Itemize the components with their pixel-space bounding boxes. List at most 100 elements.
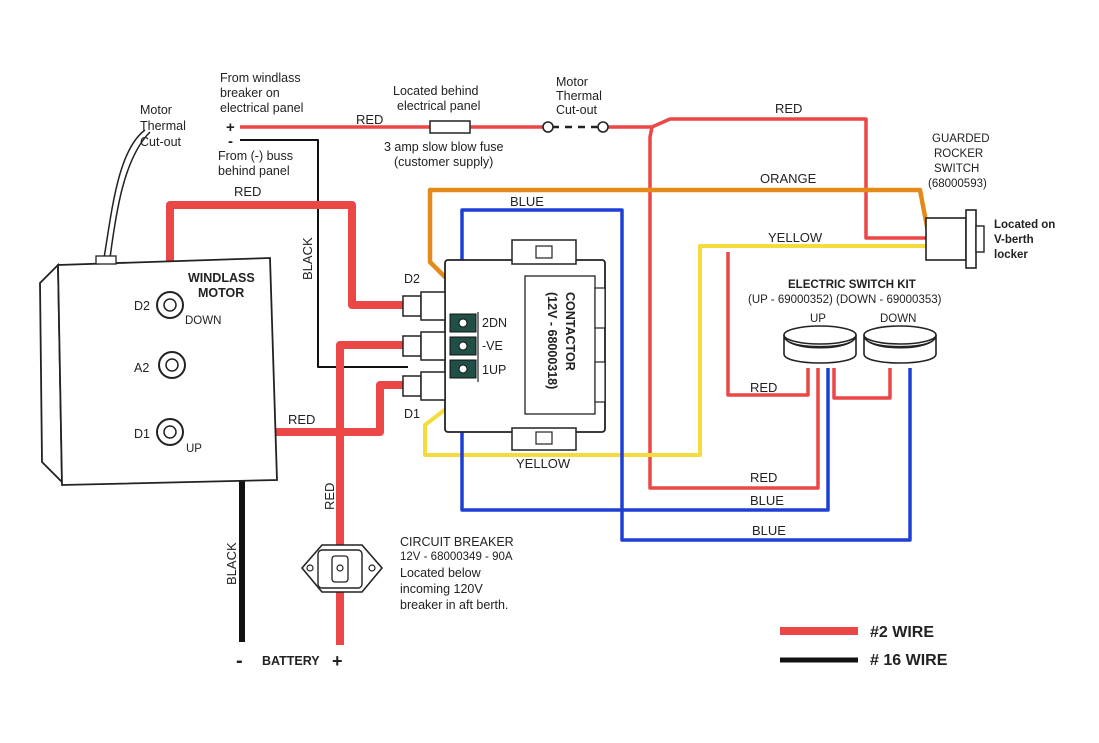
fuse-location-label: Located behind electrical panel <box>393 84 480 113</box>
guarded-rocker-switch <box>925 209 985 269</box>
wire-red-d2 <box>166 201 405 309</box>
wire-orange <box>427 187 931 292</box>
contactor-d1-label: D1 <box>404 407 420 421</box>
from-breaker-label: From windlass breaker on electrical pane… <box>220 71 303 115</box>
motor-a2-label: A2 <box>134 361 149 375</box>
svg-text:ROCKER: ROCKER <box>934 148 983 160</box>
wire-red-battery <box>336 341 405 645</box>
contactor-stud-ve <box>402 331 446 361</box>
breaker-label: CIRCUIT BREAKER 12V - 68000349 - 90A Loc… <box>400 535 514 612</box>
wire-red-switch-kit <box>726 252 892 400</box>
panel-plus-sign: + <box>226 119 235 136</box>
switch-down <box>863 325 937 364</box>
wire-label-blue-top: BLUE <box>510 194 544 209</box>
contactor-right-clip-bottom <box>594 361 606 403</box>
wire-label-yellow-bottom: YELLOW <box>516 456 571 471</box>
coil-screw-1up <box>458 364 468 374</box>
svg-text:breaker on: breaker on <box>220 86 280 100</box>
thermal-cutout-contact-right <box>597 121 609 133</box>
terminal-a2-post <box>158 351 186 379</box>
wire-yellow <box>423 244 928 457</box>
wire-label-red-d1: RED <box>288 412 315 427</box>
svg-text:electrical panel: electrical panel <box>397 99 480 113</box>
battery-plus-sign: + <box>332 651 343 671</box>
contactor-stud-d2 <box>402 291 446 321</box>
wire-label-red-lower: RED <box>750 470 777 485</box>
svg-text:(68000593): (68000593) <box>928 178 987 190</box>
panel-minus-sign: - <box>228 133 233 150</box>
contactor-part-label: (12V - 68000318) <box>545 292 559 389</box>
switch-up <box>783 325 857 364</box>
terminal-2dn-label: 2DN <box>482 316 507 330</box>
svg-text:Cut-out: Cut-out <box>140 135 182 149</box>
wire-label-yellow-top: YELLOW <box>768 230 823 245</box>
svg-text:breaker in aft berth.: breaker in aft berth. <box>400 598 508 612</box>
terminal-d2-post <box>156 291 184 319</box>
terminal-1up-label: 1UP <box>482 363 506 377</box>
svg-text:(customer supply): (customer supply) <box>394 155 493 169</box>
contactor-top-slot <box>535 245 553 259</box>
from-buss-label: From (-) buss behind panel <box>218 149 293 178</box>
contactor <box>402 239 606 451</box>
switch-down-label: DOWN <box>880 313 916 325</box>
switch-up-label: UP <box>810 313 826 325</box>
guarded-switch-label: GUARDED ROCKER SWITCH (68000593) <box>928 133 990 190</box>
motor-d1-label: D1 <box>134 427 150 441</box>
wire-label-red-switch: RED <box>750 380 777 395</box>
wire-label-red-d2: RED <box>234 184 261 199</box>
wire-label-red-breaker: RED <box>322 483 337 510</box>
wire-label-orange: ORANGE <box>760 171 817 186</box>
switch-location-label: Located on V-berth locker <box>994 219 1055 261</box>
contactor-d2-label: D2 <box>404 272 420 286</box>
windlass-motor <box>39 255 278 486</box>
motor-thermal-left-label: Motor Thermal Cut-out <box>140 103 186 149</box>
fuse-description-label: 3 amp slow blow fuse (customer supply) <box>384 140 504 169</box>
contactor-stud-d1 <box>402 371 446 401</box>
wire-label-red-top-right: RED <box>775 101 802 116</box>
motor-down-label: DOWN <box>185 315 221 327</box>
svg-text:Thermal: Thermal <box>140 119 186 133</box>
svg-text:SWITCH: SWITCH <box>934 163 979 175</box>
svg-text:Motor: Motor <box>140 103 172 117</box>
svg-text:MOTOR: MOTOR <box>198 286 244 300</box>
contactor-label-panel <box>524 275 596 415</box>
motor-thermal-leads <box>103 129 151 259</box>
svg-text:Motor: Motor <box>556 75 588 89</box>
wire-black-buss <box>240 139 408 368</box>
contactor-right-clip-top <box>594 287 606 329</box>
coil-screw-ve <box>458 341 468 351</box>
svg-text:locker: locker <box>994 249 1028 261</box>
svg-text:behind panel: behind panel <box>218 164 290 178</box>
contactor-bottom-slot <box>535 431 553 445</box>
legend-thick-label: #2 WIRE <box>870 624 934 641</box>
wire-red-to-lower <box>648 126 820 490</box>
wire-label-blue-bottom: BLUE <box>752 523 786 538</box>
svg-text:incoming 120V: incoming 120V <box>400 582 483 596</box>
motor-lead-grommet <box>95 255 117 265</box>
windlass-motor-label: WINDLASS MOTOR <box>188 271 255 300</box>
svg-text:Cut-out: Cut-out <box>556 103 598 117</box>
svg-text:GUARDED: GUARDED <box>932 133 990 145</box>
svg-text:Located behind: Located behind <box>393 84 479 98</box>
motor-d2-label: D2 <box>134 299 150 313</box>
motor-thermal-top-label: Motor Thermal Cut-out <box>556 75 602 117</box>
switch-kit-title: ELECTRIC SWITCH KIT <box>788 279 916 291</box>
svg-text:WINDLASS: WINDLASS <box>188 271 255 285</box>
legend-thin-label: # 16 WIRE <box>870 652 948 669</box>
svg-text:From windlass: From windlass <box>220 71 301 85</box>
svg-text:CIRCUIT BREAKER: CIRCUIT BREAKER <box>400 535 514 549</box>
svg-text:3 amp slow blow fuse: 3 amp slow blow fuse <box>384 140 504 154</box>
terminal-d1-post <box>156 418 184 446</box>
wire-label-blue-middle: BLUE <box>750 493 784 508</box>
battery-minus-sign: - <box>236 650 243 672</box>
battery-label: BATTERY <box>262 654 320 668</box>
wire-label-black-battery: BLACK <box>224 542 239 585</box>
terminal-ve-label: -VE <box>482 339 503 353</box>
svg-text:From (-) buss: From (-) buss <box>218 149 293 163</box>
switch-kit-parts: (UP - 69000352) (DOWN - 69000353) <box>748 294 942 306</box>
svg-text:12V - 68000349 - 90A: 12V - 68000349 - 90A <box>400 551 513 563</box>
wire-label-black-vertical: BLACK <box>300 237 315 280</box>
coil-screw-2dn <box>458 318 468 328</box>
thermal-cutout-contact-left <box>542 121 554 133</box>
